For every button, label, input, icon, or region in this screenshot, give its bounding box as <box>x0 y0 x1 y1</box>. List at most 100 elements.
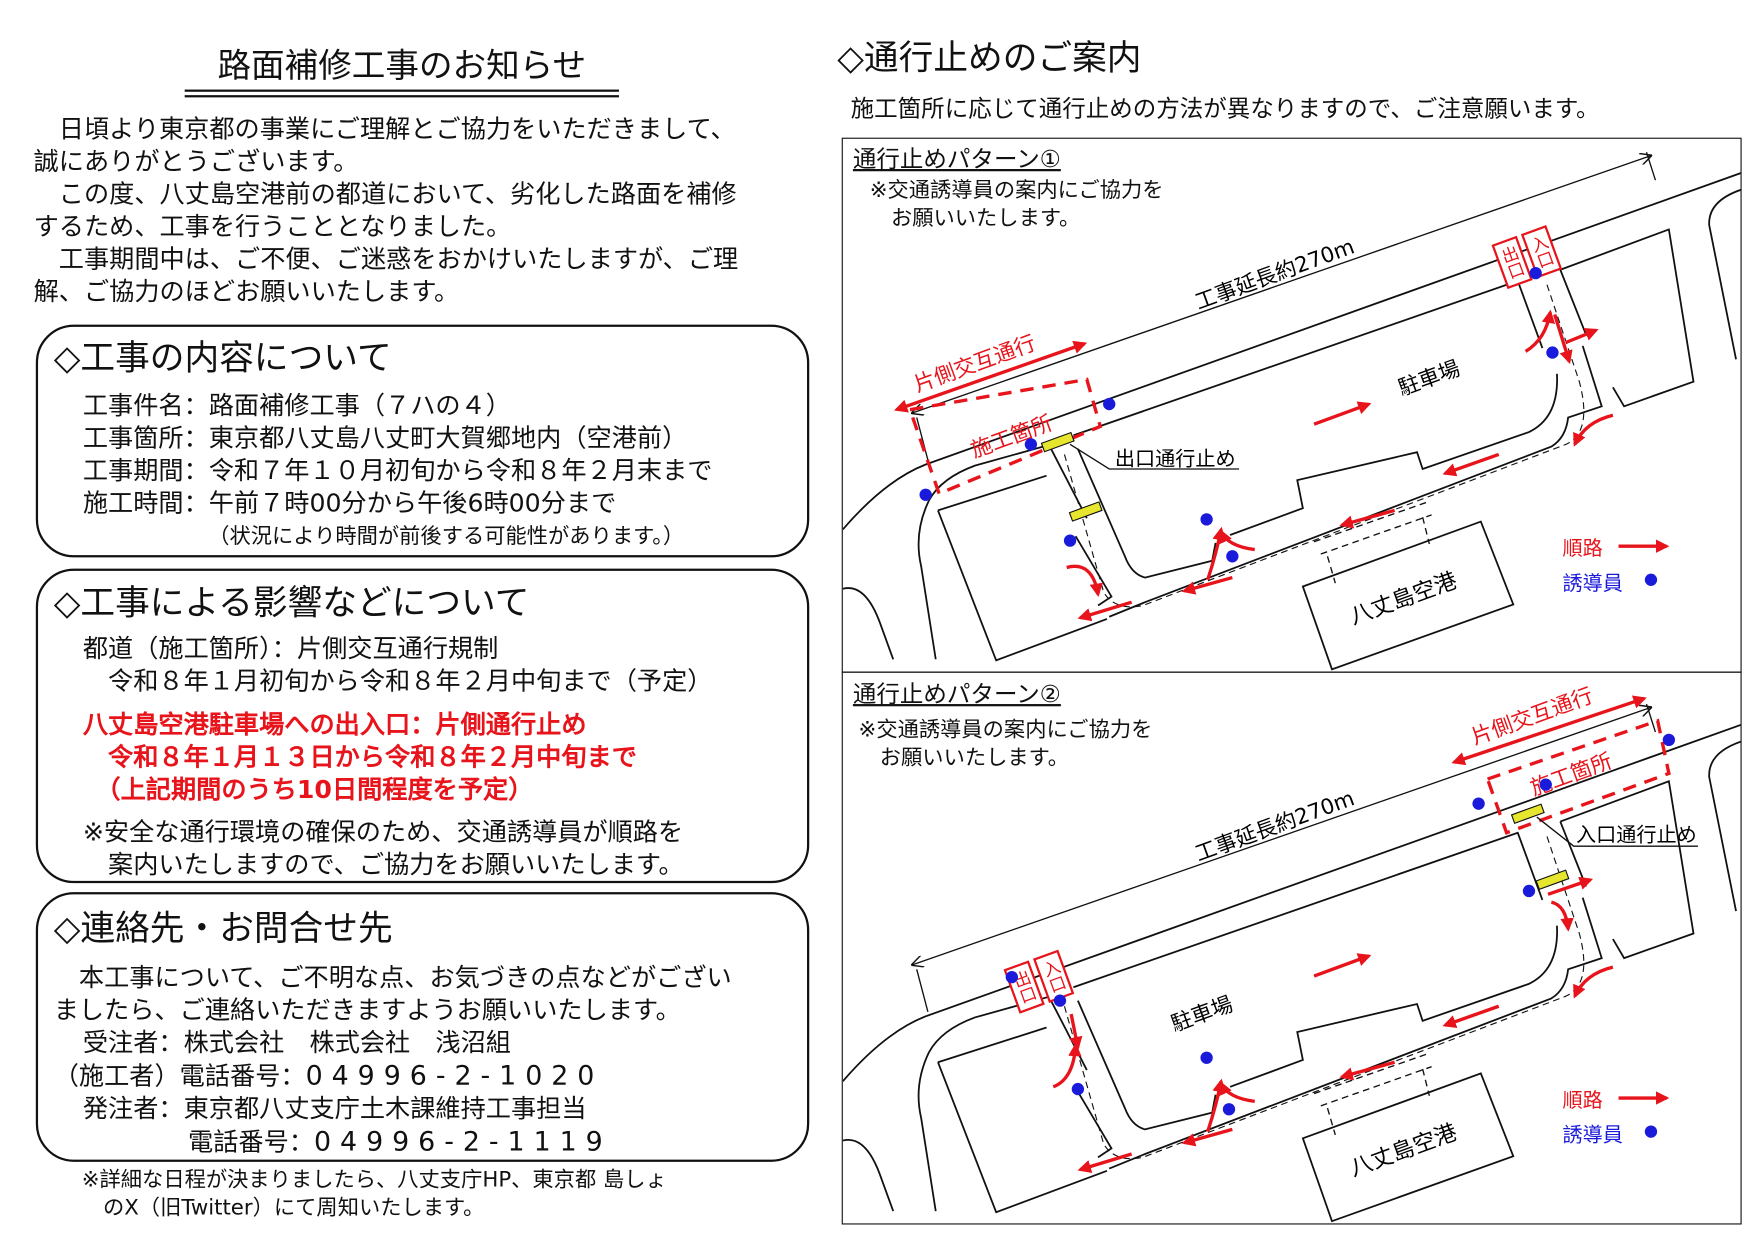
work-site-box <box>907 377 1103 496</box>
contractor-name: 株式会社 株式会社 浅沼組 <box>183 1028 511 1058</box>
closure-heading: ◇通行止めのご案内 <box>837 38 1142 79</box>
work-site-label: 施工箇所 <box>1527 749 1615 802</box>
title-underline-2 <box>184 95 619 98</box>
terminal-walkway <box>1313 501 1432 584</box>
alternating-traffic-label: 片側交互通行 <box>1468 683 1596 750</box>
road-south-edge <box>928 443 1052 501</box>
airport-building <box>1301 1072 1515 1223</box>
footnote: ※詳細な日程が決まりましたら、八丈支庁HP、東京都 島しょ のX（旧Twitte… <box>82 1166 667 1222</box>
pattern-note-line: お願いいたします。 <box>869 205 1081 231</box>
route-arrow <box>1206 526 1226 581</box>
west-block <box>937 1026 1108 1214</box>
pattern-1-diagram: 工事延長約270m 駐車場 八丈島空港 片側交互通行 施工箇所 出口通行止め 出… <box>842 152 1741 671</box>
entry-exit-signs: 出口 入口 <box>1491 225 1563 290</box>
pattern-2-diagram: 工事延長約270m 駐車場 八丈島空港 片側交互通行 施工箇所 入口通行止め 出… <box>842 683 1741 1223</box>
client-phone: 04996-2-1119 <box>313 1126 612 1158</box>
stop-label-leader <box>1536 816 1698 847</box>
impact-note: ※安全な通行環境の確保のため、交通誘導員が順路を <box>82 818 684 848</box>
footnote-line: ※詳細な日程が決まりましたら、八丈支庁HP、東京都 島しょ <box>81 1167 667 1193</box>
contractor-phone: 04996-2-1020 <box>305 1059 604 1092</box>
legend-route-label: 順路 <box>1563 536 1603 560</box>
pattern-note-line: ※交通誘導員の案内にご協力を <box>858 717 1153 743</box>
work-site-box <box>1485 718 1671 835</box>
alternating-traffic-arrow <box>894 340 1088 413</box>
impact-note: 案内いたしますので、ご協力をお願いいたします。 <box>82 850 684 880</box>
exit-sign-label: 出口 <box>1497 243 1527 282</box>
airport-label: 八丈島空港 <box>1346 1119 1460 1182</box>
route-arrow <box>1442 452 1500 477</box>
route-arrow <box>1573 413 1614 447</box>
pattern-1-note: ※交通誘導員の案内にご協力を お願いいたします。 <box>870 177 1164 233</box>
impact-line: 都道（施工箇所）：片側交互通行規制 <box>82 634 499 664</box>
route-arrow <box>1313 401 1372 426</box>
footnote-line: のX（旧Twitter）にて周知いたします。 <box>81 1195 485 1221</box>
guide-dot <box>1053 994 1067 1007</box>
impact-box: ◇工事による影響などについて 都道（施工箇所）：片側交互通行規制 令和８年１月初… <box>35 568 810 884</box>
stop-label-leader <box>1069 443 1240 470</box>
route-arrow <box>1181 1127 1233 1147</box>
guide-dot <box>1662 733 1676 747</box>
route-arrow <box>1069 1013 1083 1051</box>
length-label: 工事延長約270m <box>1192 234 1358 315</box>
work-hours: 施工時間：午前７時00分から午後6時00分まで <box>82 489 617 519</box>
dimension-ticks <box>916 703 1657 1013</box>
route-arrows <box>1052 876 1670 1173</box>
route-arrow <box>1339 1060 1396 1081</box>
entry-closure-label: 入口通行止め <box>1576 823 1697 847</box>
entry-sign <box>1520 225 1563 279</box>
client-phone-row: 電話番号：04996-2-1119 <box>54 1126 807 1160</box>
guide-dot <box>1472 797 1485 810</box>
parking-lot-outline <box>1073 831 1558 1131</box>
client-phone-label: 電話番号： <box>188 1128 314 1158</box>
contractor-phone-row: （施工者）電話番号：04996-2-1020 <box>54 1060 807 1094</box>
route-arrow <box>1077 1152 1133 1173</box>
road-north-edge <box>842 172 1741 531</box>
work-zone <box>894 340 1103 496</box>
traffic-guides <box>1005 733 1676 1138</box>
airport-building <box>1301 520 1515 671</box>
route-arrow <box>1219 529 1255 552</box>
route-arrow <box>1181 575 1233 595</box>
closure-subtitle: 施工箇所に応じて通行止めの方法が異なりますので、ご注意願います。 <box>850 95 1600 123</box>
route-arrow <box>1553 314 1573 365</box>
contact-box: ◇連絡先・お問合せ先 本工事について、ご不明な点、お気づきの点などがござい まし… <box>35 892 810 1162</box>
route-centerline <box>1063 832 1585 1160</box>
impact-red-line: 令和８年１月１３日から令和８年２月中旬まで <box>82 743 637 773</box>
guide-dot <box>1539 778 1552 791</box>
contractor-label: 受注者： <box>82 1028 184 1058</box>
route-arrow <box>1550 900 1574 932</box>
route-arrow <box>1313 953 1372 978</box>
guide-dot <box>1005 970 1019 984</box>
hours-note: （状況により時間が前後する可能性があります。） <box>208 523 685 549</box>
road-north-edge <box>842 724 1741 1082</box>
work-zone <box>1451 695 1671 835</box>
content-box: ◇工事の内容について 工事件名：路面補修工事（７ハの４） 工事箇所：東京都八丈島… <box>35 324 810 558</box>
road-layout <box>842 152 1741 671</box>
legend-route-label: 順路 <box>1563 1088 1603 1112</box>
route-arrow <box>1066 564 1103 597</box>
client-row: 発注者：東京都八丈支庁土木課維持工事担当 <box>54 1094 807 1126</box>
guide-dot <box>1522 884 1536 898</box>
west-road <box>842 1051 937 1212</box>
route-arrow <box>1339 508 1396 529</box>
east-block <box>1559 780 1695 960</box>
guide-dot <box>1222 1103 1236 1116</box>
legend-guide-dot <box>1644 1125 1658 1138</box>
pattern-note-line: ※交通誘導員の案内にご協力を <box>869 177 1164 203</box>
contractor-row: 受注者：株式会社 株式会社 浅沼組 <box>54 1028 807 1060</box>
route-arrow <box>1565 328 1599 345</box>
west-block <box>937 474 1108 662</box>
route-centerline <box>1063 280 1585 608</box>
pattern-2-title: 通行止めパターン② <box>852 680 1061 708</box>
intro-line: 解、ご協力のほどお願いいたします。 <box>33 277 460 307</box>
client-name: 東京都八丈支庁土木課維持工事担当 <box>183 1094 587 1124</box>
far-east-block <box>1708 740 1741 912</box>
parking-label: 駐車場 <box>1168 992 1236 1037</box>
intro-line: この度、八丈島空港前の都道において、劣化した路面を補修 <box>33 180 737 210</box>
parking-label: 駐車場 <box>1395 356 1463 401</box>
east-block <box>1559 228 1695 408</box>
guide-dot <box>919 488 932 501</box>
guide-dot <box>1071 1082 1085 1096</box>
terminal-walkway <box>1313 1053 1432 1136</box>
alternating-traffic-arrow <box>1451 695 1647 766</box>
